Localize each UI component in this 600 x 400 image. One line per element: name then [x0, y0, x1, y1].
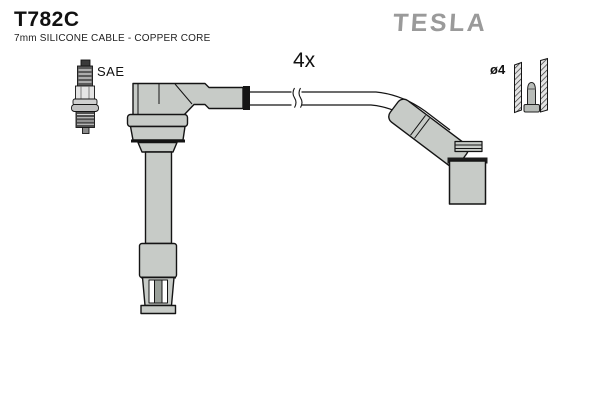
spark-plug-icon — [71, 59, 99, 134]
product-description: 7mm SILICONE CABLE - COPPER CORE — [14, 33, 211, 44]
cable-break-icon — [292, 87, 303, 108]
terminal-socket-icon — [514, 57, 548, 114]
quantity-label: 4x — [293, 49, 316, 72]
plug-standard-label: SAE — [97, 64, 125, 79]
terminal-diameter-label: ø4 — [490, 62, 506, 77]
plug-end-boot — [388, 98, 488, 205]
coil-end-boot — [126, 82, 250, 315]
tesla-logo: TESLA — [392, 9, 489, 37]
product-code: T782C — [14, 8, 80, 31]
